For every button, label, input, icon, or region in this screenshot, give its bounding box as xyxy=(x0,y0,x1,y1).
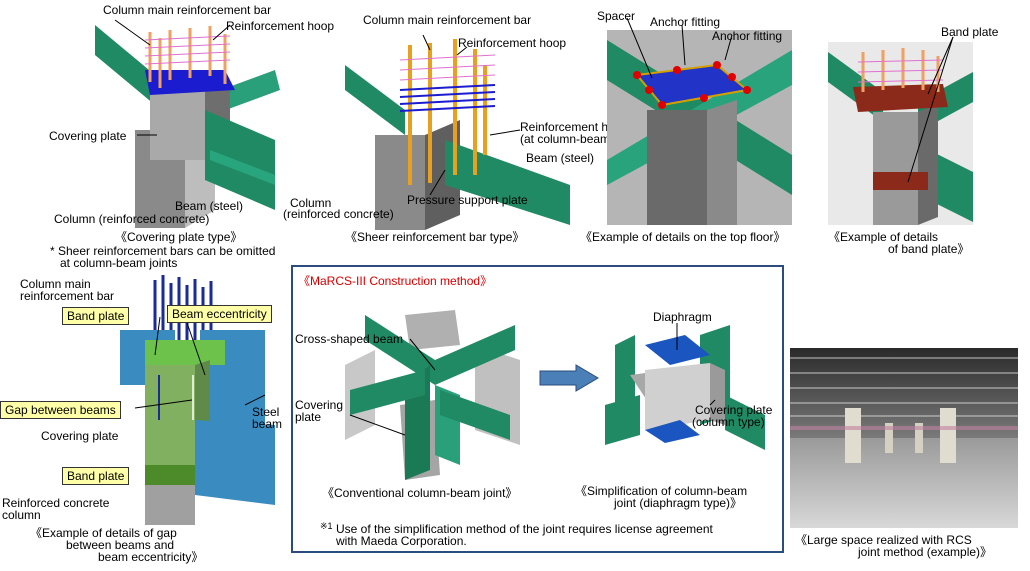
gap-rc-label-2: column xyxy=(2,508,41,522)
gap-beam-eccentricity-label: Beam eccentricity xyxy=(167,305,272,323)
marcs-covering-col-label-2: (column type) xyxy=(692,415,765,429)
sheer-note-1: * Sheer reinforcement bars can be omitte… xyxy=(50,244,276,258)
photo-caption-1: 《Large space realized with RCS xyxy=(795,533,972,547)
top-floor-diagram xyxy=(607,17,792,225)
band-plate-caption-1: 《Example of details xyxy=(828,230,939,244)
topfloor-anchor-label-1: Anchor fitting xyxy=(650,15,721,29)
band-plate-label: Band plate xyxy=(941,25,999,39)
topfloor-spacer-label: Spacer xyxy=(597,9,636,23)
gap-band-plate-bottom-label: Band plate xyxy=(62,467,130,485)
covering-beam-label: Beam (steel) xyxy=(175,199,244,213)
gap-rc-label-1: Reinforced concrete xyxy=(2,496,110,510)
gap-diagram xyxy=(120,275,275,525)
marcs-covering-label-1: Covering xyxy=(295,398,344,412)
gap-column-main-label-2: reinforcement bar xyxy=(20,289,115,303)
marcs-panel xyxy=(291,265,784,553)
marcs-cross-beam-label: Cross-shaped beam xyxy=(295,332,404,346)
covering-column-label: Column (reinforced concrete) xyxy=(54,212,210,226)
sheer-hoop-label: Reinforcement hoop xyxy=(458,36,567,50)
marcs-simplification-caption-2: joint (diaphragm type)》 xyxy=(614,496,743,510)
topfloor-caption: 《Example of details on the top floor》 xyxy=(580,230,786,244)
band-plate-caption-2: of band plate》 xyxy=(888,242,970,256)
sheer-column-label: Column xyxy=(290,196,332,210)
gap-column-main-label-1: Column main xyxy=(20,277,91,291)
covering-plate-caption: 《Covering plate type》 xyxy=(115,230,243,244)
arrow-right-icon xyxy=(539,364,599,392)
large-space-photo xyxy=(790,348,1018,528)
diaphragm-joint-diagram xyxy=(605,323,765,450)
gap-covering-plate-label: Covering plate xyxy=(41,429,119,443)
covering-column-main-bar-label: Column main reinforcement bar xyxy=(103,3,272,17)
sheer-column-rc-label: (reinforced concrete) xyxy=(283,207,394,221)
sheer-note-2: at column-beam joints xyxy=(60,256,178,270)
marcs-title: 《MaRCS-III Construction method》 xyxy=(298,274,493,288)
marcs-footnote-mark: ※1 xyxy=(320,521,333,531)
gap-steel-label: Steel xyxy=(252,405,280,419)
marcs-covering-label-2: plate xyxy=(295,410,322,424)
marcs-footnote-2: with Maeda Corporation. xyxy=(336,534,467,548)
gap-caption-3: beam eccentricity》 xyxy=(98,550,204,564)
marcs-simplification-caption-1: 《Simplification of column-beam xyxy=(575,484,748,498)
photo-caption-2: joint method (example)》 xyxy=(858,545,993,559)
marcs-conventional-caption: 《Conventional column-beam joint》 xyxy=(322,486,518,500)
conventional-joint-diagram xyxy=(345,310,520,480)
sheer-hoop-joint-label-1: Reinforcement hoop xyxy=(520,120,629,134)
band-plate-diagram xyxy=(828,36,973,225)
marcs-diaphragm-label: Diaphragm xyxy=(653,310,712,324)
sheer-column-main-bar-label: Column main reinforcement bar xyxy=(363,13,532,27)
covering-plate-label: Covering plate xyxy=(49,129,127,143)
covering-plate-diagram xyxy=(95,19,280,228)
sheer-beam-label: Beam (steel) xyxy=(526,151,595,165)
topfloor-anchor-label-2: Anchor fitting xyxy=(712,29,783,43)
sheer-bar-diagram xyxy=(345,34,570,230)
gap-caption-1: 《Example of details of gap xyxy=(30,526,177,540)
gap-caption-2: between beams and xyxy=(66,538,175,552)
sheer-pressure-plate-label: Pressure support plate xyxy=(407,193,528,207)
gap-band-plate-top-label: Band plate xyxy=(62,307,130,325)
covering-hoop-label: Reinforcement hoop xyxy=(226,19,335,33)
sheer-bar-caption: 《Sheer reinforcement bar type》 xyxy=(345,230,525,244)
marcs-covering-col-label-1: Covering plate xyxy=(695,403,773,417)
gap-beam-label: beam xyxy=(252,417,283,431)
marcs-footnote-1: Use of the simplification method of the … xyxy=(336,522,713,536)
gap-between-beams-label: Gap between beams xyxy=(0,401,121,419)
